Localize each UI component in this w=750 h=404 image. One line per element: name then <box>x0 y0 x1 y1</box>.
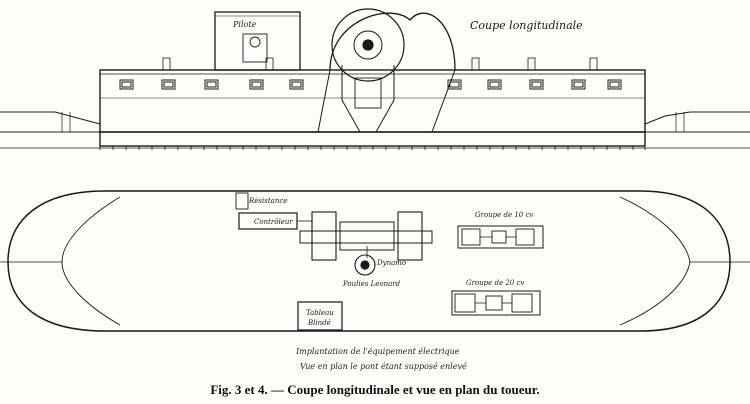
board-label-2: Blindé <box>307 319 331 327</box>
gear-box <box>339 221 395 251</box>
chain-wheel-housing <box>329 12 456 71</box>
plan-note-2: Vue en plan le pont étant supposé enlevé <box>300 362 467 371</box>
chain-wheel <box>331 8 405 82</box>
plan-view <box>0 190 750 332</box>
controller-label: Contrôleur <box>254 218 293 226</box>
board-label-1: Tableau <box>306 309 334 317</box>
chain-wheel-right <box>397 211 423 261</box>
motor-frame <box>354 77 382 109</box>
pilot-wheel-stand <box>242 33 268 63</box>
elevation-view <box>0 8 750 150</box>
pilot-label: Pilote <box>232 20 257 29</box>
end-bitts <box>61 112 685 132</box>
shaft-housing <box>299 230 433 244</box>
stanchions <box>162 57 598 71</box>
bow-extension <box>644 111 750 133</box>
hull-side <box>99 69 646 133</box>
elevation-title: Coupe longitudinale <box>470 19 583 32</box>
hull-outline <box>7 190 731 332</box>
dynamo-label: Dynamo <box>376 259 406 267</box>
figure-caption: Fig. 3 et 4. — Coupe longitudinale et vu… <box>210 382 540 397</box>
board-box <box>297 301 343 331</box>
group-20-frame <box>451 290 541 316</box>
stern-extension <box>0 111 101 133</box>
plan-note-1: Implantation de l'équipement électrique <box>296 347 460 356</box>
resistance-box <box>235 192 249 210</box>
portholes <box>119 79 622 90</box>
chain-wheel-left <box>311 211 337 261</box>
group-10-label: Groupe de 10 cv <box>475 211 533 219</box>
group-10-frame <box>457 225 544 249</box>
group-20-label: Groupe de 20 cv <box>466 279 524 287</box>
inner-hull-line <box>61 196 691 326</box>
keel-blocks <box>99 146 646 150</box>
chain-guide <box>341 65 395 133</box>
pilot-house <box>214 11 301 71</box>
resistance-label: Résistance <box>248 197 287 205</box>
hull-bottom <box>99 131 646 147</box>
chain-wheels-label: Poulies Leonard <box>342 280 401 288</box>
dynamo-circle <box>354 254 376 276</box>
well-sides <box>317 69 456 133</box>
chain-wheel-hub <box>353 30 383 60</box>
